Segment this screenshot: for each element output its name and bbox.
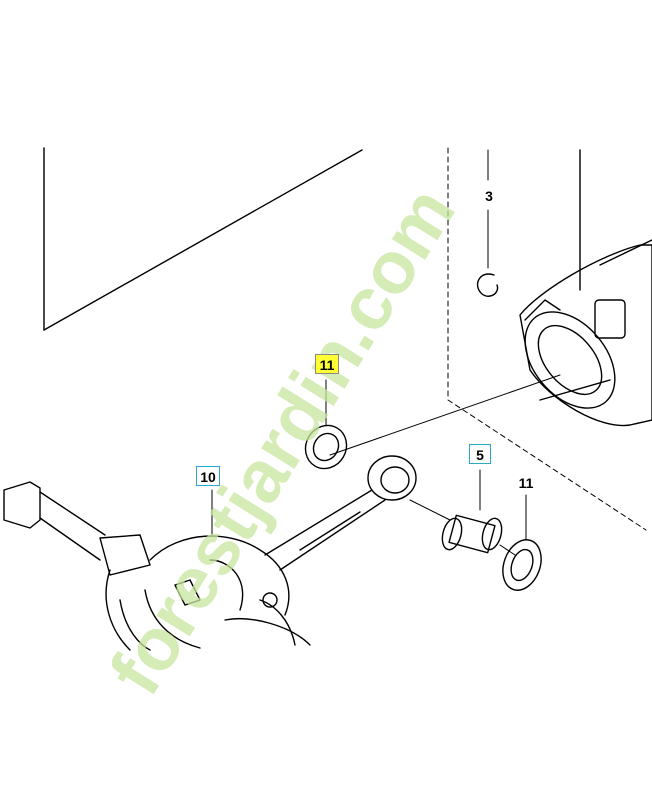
piston-part [519, 239, 652, 427]
frame-outline-left [43, 147, 363, 331]
thrust-washer-lower [499, 494, 542, 591]
circlip-part [476, 149, 499, 297]
connecting-rod [264, 455, 417, 571]
needle-bearing-part [409, 469, 503, 554]
thrust-washer-upper [304, 379, 348, 470]
watermark: forestjardin.com [93, 173, 471, 709]
frame-outline-right [447, 147, 647, 531]
assembly-axis-line [329, 374, 561, 456]
part-callout-11-highlighted[interactable]: 11 [315, 354, 339, 374]
part-callout-11[interactable]: 11 [518, 475, 534, 491]
watermark-text: forestjardin.com [93, 173, 471, 709]
crankshaft-part [3, 481, 311, 651]
part-callout-5[interactable]: 5 [469, 444, 491, 464]
part-callout-10[interactable]: 10 [196, 466, 220, 486]
part-callout-3[interactable]: 3 [485, 188, 493, 204]
